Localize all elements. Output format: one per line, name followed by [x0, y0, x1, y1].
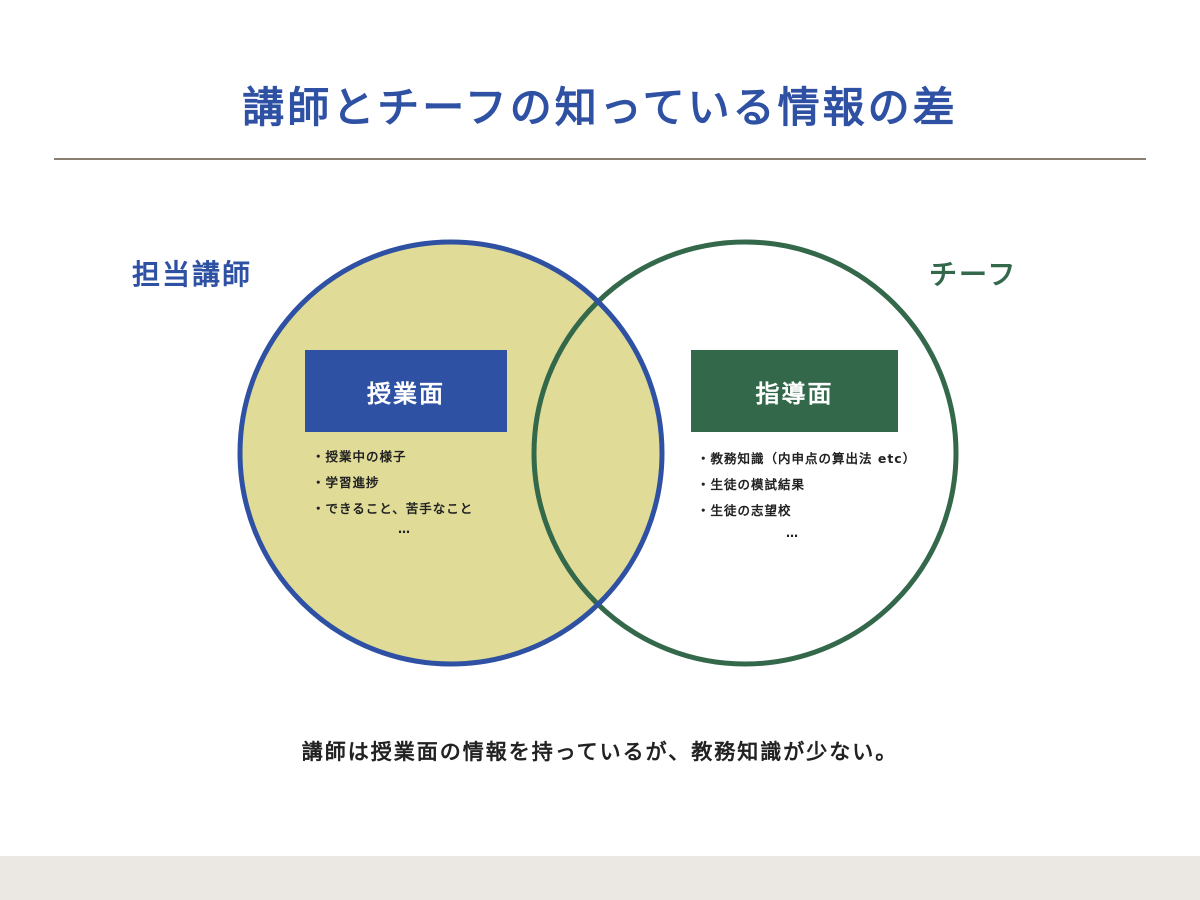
- guidance-list-ellipsis: …: [786, 526, 799, 540]
- list-item: ・教務知識（内申点の算出法 etc）: [697, 451, 917, 466]
- footer-band: [0, 856, 1200, 900]
- teaching-aspect-list: ・授業中の様子 ・学習進捗 ・できること、苦手なこと: [312, 444, 473, 522]
- summary-caption: 講師は授業面の情報を持っているが、教務知識が少ない。: [301, 740, 899, 764]
- teacher-set-label: 担当講師: [132, 258, 253, 291]
- list-item: ・授業中の様子: [312, 449, 407, 464]
- guidance-aspect-label: 指導面: [755, 379, 834, 408]
- chief-set-label: チーフ: [929, 258, 1018, 291]
- teaching-aspect-label: 授業面: [367, 379, 445, 408]
- list-item: ・学習進捗: [312, 475, 380, 490]
- guidance-aspect-list: ・教務知識（内申点の算出法 etc） ・生徒の模試結果 ・生徒の志望校: [697, 446, 916, 524]
- teaching-list-ellipsis: …: [398, 522, 411, 536]
- teaching-aspect-box: 授業面: [305, 350, 507, 432]
- title-divider: [54, 158, 1146, 160]
- list-item: ・生徒の模試結果: [697, 477, 806, 492]
- teacher-circle: [240, 242, 662, 664]
- guidance-aspect-box: 指導面: [691, 350, 898, 432]
- slide-title: 講師とチーフの知っている情報の差: [242, 83, 958, 132]
- chief-circle: [531, 239, 959, 667]
- teacher-circle-outline: [237, 239, 665, 667]
- list-item: ・できること、苦手なこと: [312, 501, 474, 516]
- list-item: ・生徒の志望校: [697, 503, 792, 518]
